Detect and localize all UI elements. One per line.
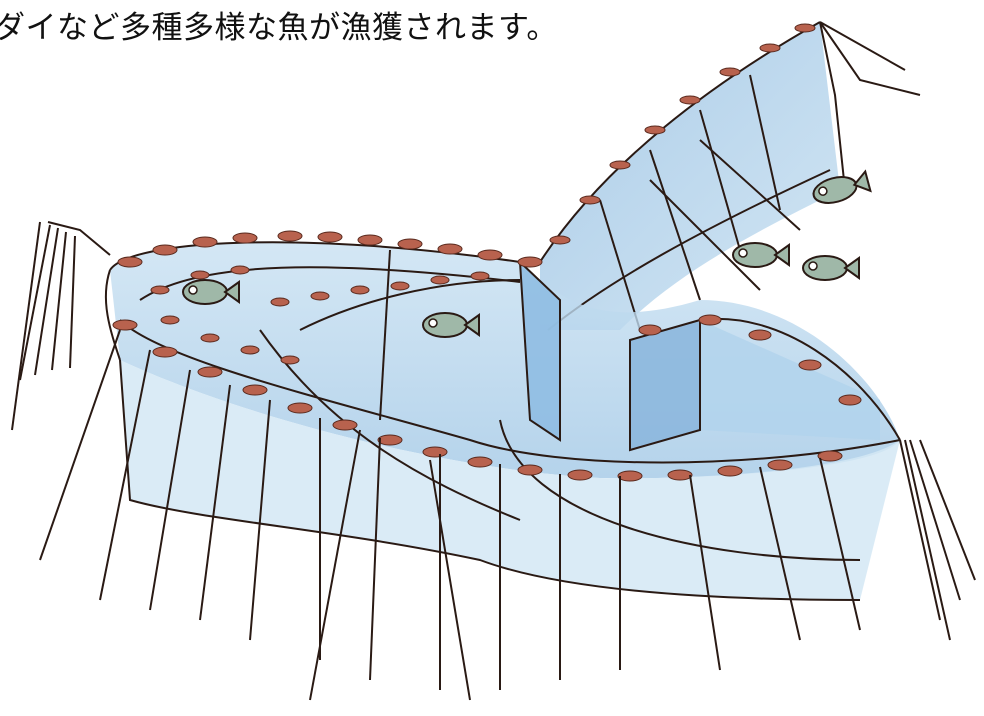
main-net-body — [104, 241, 901, 601]
floats — [112, 23, 862, 482]
fish-2 — [422, 312, 480, 338]
caption-text: ダイなど多種多様な魚が漁獲されます。 — [0, 10, 558, 46]
fish-5 — [802, 255, 860, 281]
fish-3 — [812, 169, 872, 204]
fish-4 — [732, 242, 790, 268]
fish-1 — [182, 279, 240, 305]
anchor-ropes — [11, 221, 976, 701]
